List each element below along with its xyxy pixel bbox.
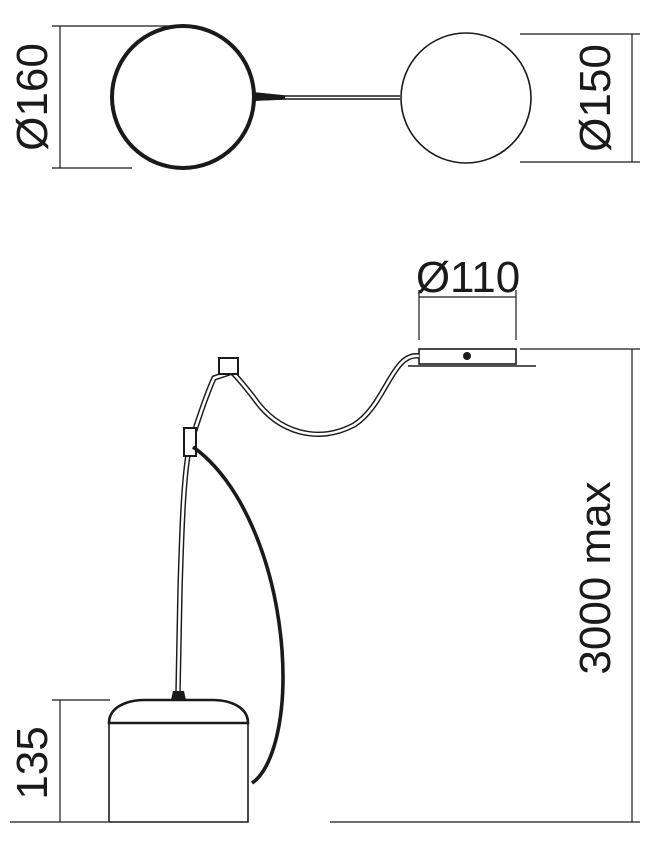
top-left-diameter-label: Ø160: [8, 43, 57, 151]
ceiling-canopy: [418, 348, 517, 365]
top-right-diameter-label: Ø150: [571, 44, 620, 152]
max-height-label: 3000 max: [571, 481, 620, 674]
lamp-shade-body: [108, 723, 249, 823]
shade-height-label: 135: [8, 726, 57, 799]
top-view: [52, 24, 640, 170]
canopy-screw: [463, 352, 471, 360]
suspension-cable-core: [176, 354, 420, 693]
canopy-diameter-label: Ø110: [416, 253, 520, 302]
cable-clip-upper: [218, 357, 239, 375]
cable-clip-lower: [183, 427, 197, 457]
top-view-shade-circle: [110, 24, 256, 170]
lamp-arm: [191, 445, 285, 785]
suspension-cable: [175, 353, 420, 693]
top-view-rod-joint: [253, 92, 285, 101]
top-view-canopy-circle: [400, 32, 532, 164]
side-view: [10, 290, 640, 823]
lamp-shade-cap: [107, 698, 250, 725]
shade-cable-entry: [171, 691, 186, 700]
